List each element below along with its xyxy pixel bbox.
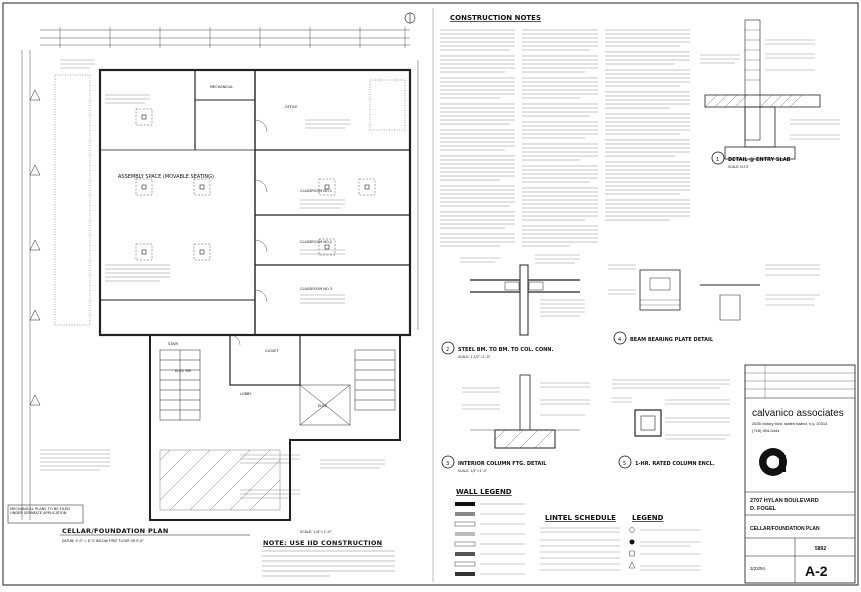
room-label-closet: CLOSET bbox=[265, 349, 279, 353]
note-use-block: NOTE: USE IID CONSTRUCTION bbox=[262, 539, 395, 577]
plan-title-block: CELLAR/FOUNDATION PLAN SCALE: 1/4"=1'-0"… bbox=[7, 504, 332, 543]
detail-2-scale: SCALE: 1-1/2"=1'-0" bbox=[458, 355, 491, 359]
legend-header: LEGEND bbox=[632, 514, 664, 522]
room-label-classroom-2: CLASSROOM NO.2 bbox=[300, 240, 332, 244]
construction-notes-text bbox=[440, 29, 690, 247]
drawing-title: CELLAR/FOUNDATION PLAN bbox=[750, 526, 820, 532]
plan-labels: MECHANICAL OFFICE ASSEMBLY SPACE (MOVABL… bbox=[118, 85, 332, 408]
room-label-elev-rm: ELEV. RM bbox=[175, 369, 191, 373]
detail-5 bbox=[612, 379, 730, 440]
detail-1-title: DETAIL @ ENTRY SLAB bbox=[728, 157, 791, 163]
detail-2 bbox=[460, 254, 585, 336]
title-block bbox=[744, 364, 856, 584]
detail-3-title: INTERIOR COLUMN FTG. DETAIL bbox=[458, 461, 547, 467]
drawing-date: 3/22/94 bbox=[750, 566, 766, 571]
project-number: 5892 bbox=[815, 546, 826, 552]
sheet-number: A-2 bbox=[805, 563, 828, 579]
legend bbox=[628, 527, 700, 571]
room-label-classroom-3: CLASSROOM NO.3 bbox=[300, 287, 332, 291]
detail-2-title: STEEL BM. TO BM. TO COL. CONN. bbox=[458, 347, 553, 353]
detail-1-scale: SCALE: N.T.S bbox=[728, 165, 748, 169]
project-address: 2707 HYLAN BOULEVARD bbox=[750, 498, 819, 504]
detail-4-title: BEAM BEARING PLATE DETAIL bbox=[630, 337, 714, 343]
detail-3-scale: SCALE: 1/2"=1'-0" bbox=[458, 469, 488, 473]
construction-notes-header: CONSTRUCTION NOTES bbox=[450, 14, 541, 22]
room-label-stair: STAIR bbox=[168, 342, 179, 346]
detail-3-number: 3 bbox=[446, 461, 449, 467]
wall-legend-header: WALL LEGEND bbox=[456, 488, 512, 496]
detail-2-number: 2 bbox=[446, 347, 449, 353]
plan-datum: DATUM: 0'-0" = 8'-3" BELOW FIRST FLOOR O… bbox=[62, 539, 144, 543]
plan-callouts bbox=[40, 59, 385, 499]
room-label-lobby: LOBBY bbox=[240, 392, 252, 396]
room-label-elev: ELEV. bbox=[318, 404, 327, 408]
floor-plan bbox=[21, 12, 419, 521]
detail-3 bbox=[462, 374, 590, 449]
detail-1-number: 1 bbox=[716, 157, 719, 163]
room-label-mechanical: MECHANICAL bbox=[210, 85, 233, 89]
room-label-office: OFFICE bbox=[285, 105, 297, 109]
detail-5-title: 1-HR. RATED COLUMN ENCL. bbox=[635, 461, 715, 467]
note-use-header: NOTE: USE IID CONSTRUCTION bbox=[263, 539, 382, 547]
firm-name: calvanico associates bbox=[752, 408, 844, 419]
firm-phone: (718) 494-0444 bbox=[752, 428, 780, 433]
lintel-schedule-header: LINTEL SCHEDULE bbox=[545, 514, 616, 522]
room-label-assembly: ASSEMBLY SPACE (MOVABLE SEATING) bbox=[118, 174, 214, 180]
detail-4-number: 4 bbox=[618, 337, 621, 343]
mechanical-note: MECHANICAL PLANS TO BE FILED UNDER SEPAR… bbox=[10, 507, 70, 516]
plan-title: CELLAR/FOUNDATION PLAN bbox=[62, 527, 169, 535]
firm-address: 2535 victory blvd. staten island, n.y. 1… bbox=[752, 421, 828, 426]
detail-4 bbox=[608, 264, 820, 321]
lintel-schedule bbox=[540, 527, 620, 571]
detail-5-number: 5 bbox=[623, 461, 626, 467]
wall-legend bbox=[454, 502, 525, 576]
client-name: D. FOGEL bbox=[750, 506, 777, 512]
detail-1 bbox=[700, 19, 840, 160]
room-label-classroom-1: CLASSROOM NO.1 bbox=[300, 189, 332, 193]
plan-scale: SCALE: 1/4"=1'-0" bbox=[300, 530, 332, 534]
